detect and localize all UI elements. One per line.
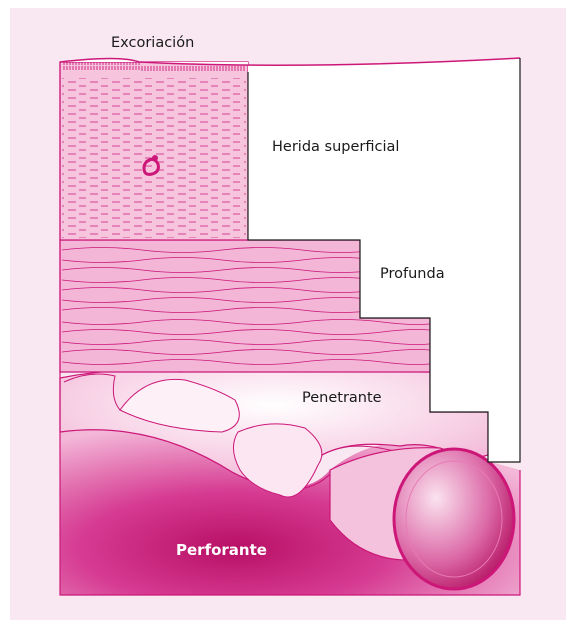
label-herida-superficial: Herida superficial — [272, 139, 399, 155]
label-penetrante: Penetrante — [302, 390, 382, 406]
label-profunda: Profunda — [380, 266, 445, 282]
label-excoriacion: Excoriación — [111, 35, 194, 51]
label-perforante: Perforante — [176, 541, 267, 559]
epidermis-layer — [60, 62, 248, 240]
